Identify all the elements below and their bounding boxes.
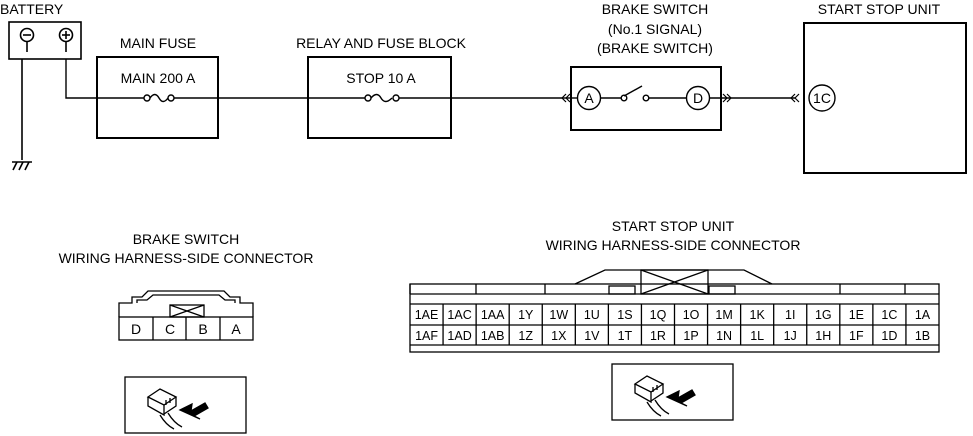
ssu-pin-1o: 1O <box>683 308 700 322</box>
ssu-pin-1n: 1N <box>716 329 732 343</box>
relay-block-label: RELAY AND FUSE BLOCK <box>296 35 467 51</box>
brake-pin-d: D <box>131 321 141 337</box>
ssu-pin-1s: 1S <box>617 308 632 322</box>
ssu-pin-1r: 1R <box>650 329 666 343</box>
ssu-terminal-circle <box>808 84 836 112</box>
brake-switch-title-2: (No.1 SIGNAL) <box>608 21 702 37</box>
stop-fuse-value: STOP 10 A <box>346 70 416 86</box>
main-fuse-label: MAIN FUSE <box>120 35 196 51</box>
ssu-pin-1w: 1W <box>549 308 568 322</box>
ssu-connector-title-2: WIRING HARNESS-SIDE CONNECTOR <box>546 237 801 253</box>
brake-switch-title-1: BRAKE SWITCH <box>602 1 709 17</box>
circuit-wire <box>65 59 795 99</box>
ground-icon <box>12 59 32 171</box>
ssu-pin-1g: 1G <box>815 308 832 322</box>
ssu-pin-1ae: 1AE <box>415 308 439 322</box>
stop-fuse-icon <box>308 93 451 103</box>
brake-switch-contacts <box>562 85 740 111</box>
brake-connector-title-1: BRAKE SWITCH <box>133 231 240 247</box>
ssu-pin-1z: 1Z <box>518 329 533 343</box>
ssu-pin-1m: 1M <box>715 308 732 322</box>
battery-symbol <box>8 21 82 60</box>
ssu-pin-1f: 1F <box>849 329 864 343</box>
ssu-pin-1t: 1T <box>618 329 633 343</box>
ssu-pin-1c: 1C <box>881 308 897 322</box>
main-fuse-value: MAIN 200 A <box>121 70 196 86</box>
brake-connector-title-2: WIRING HARNESS-SIDE CONNECTOR <box>59 250 314 266</box>
ssu-pin-1h: 1H <box>815 329 831 343</box>
ssu-pin-1l: 1L <box>750 329 764 343</box>
ssu-pin-1q: 1Q <box>650 308 667 322</box>
brake-connector-shell <box>118 290 254 341</box>
ssu-pin-1a: 1A <box>915 308 931 322</box>
ssu-pin-1v: 1V <box>584 329 600 343</box>
brake-switch-title-3: (BRAKE SWITCH) <box>597 40 713 56</box>
connector-view-icon <box>124 376 247 434</box>
ssu-pin-1af: 1AF <box>415 329 438 343</box>
connector-view-icon <box>611 363 734 421</box>
start-stop-unit-box <box>803 22 967 174</box>
brake-terminal-d: D <box>693 90 703 106</box>
start-stop-unit-label: START STOP UNIT <box>818 1 941 17</box>
ssu-connector-row2: 1AF 1AD 1AB 1Z 1X 1V 1T 1R 1P 1N 1L 1J 1H 1F 1D 1B <box>415 329 930 343</box>
ssu-pin-1b: 1B <box>915 329 930 343</box>
brake-terminal-a: A <box>584 90 594 106</box>
ssu-pin-1j: 1J <box>784 329 797 343</box>
battery-label: BATTERY <box>0 1 64 17</box>
ssu-terminal-1c: 1C <box>813 90 831 106</box>
ssu-pin-1p: 1P <box>683 329 698 343</box>
ssu-pin-1d: 1D <box>881 329 897 343</box>
ssu-pin-1u: 1U <box>584 308 600 322</box>
ssu-connector-grid <box>442 304 907 345</box>
main-fuse-icon <box>97 93 218 103</box>
ssu-pin-1x: 1X <box>551 329 567 343</box>
ssu-pin-1aa: 1AA <box>481 308 505 322</box>
ssu-pin-1ac: 1AC <box>447 308 471 322</box>
brake-pin-b: B <box>198 321 207 337</box>
ssu-pin-1i: 1I <box>785 308 795 322</box>
ssu-pin-1k: 1K <box>750 308 766 322</box>
brake-pin-a: A <box>231 321 241 337</box>
ssu-connector-title-1: START STOP UNIT <box>612 218 735 234</box>
ssu-pin-1ad: 1AD <box>447 329 471 343</box>
ssu-pin-1ab: 1AB <box>481 329 505 343</box>
brake-pin-c: C <box>165 321 175 337</box>
ssu-pin-1y: 1Y <box>518 308 534 322</box>
ssu-connector-row1: 1AE 1AC 1AA 1Y 1W 1U 1S 1Q 1O 1M 1K 1I 1G 1E 1C 1A <box>415 308 931 322</box>
ssu-pin-1e: 1E <box>849 308 864 322</box>
